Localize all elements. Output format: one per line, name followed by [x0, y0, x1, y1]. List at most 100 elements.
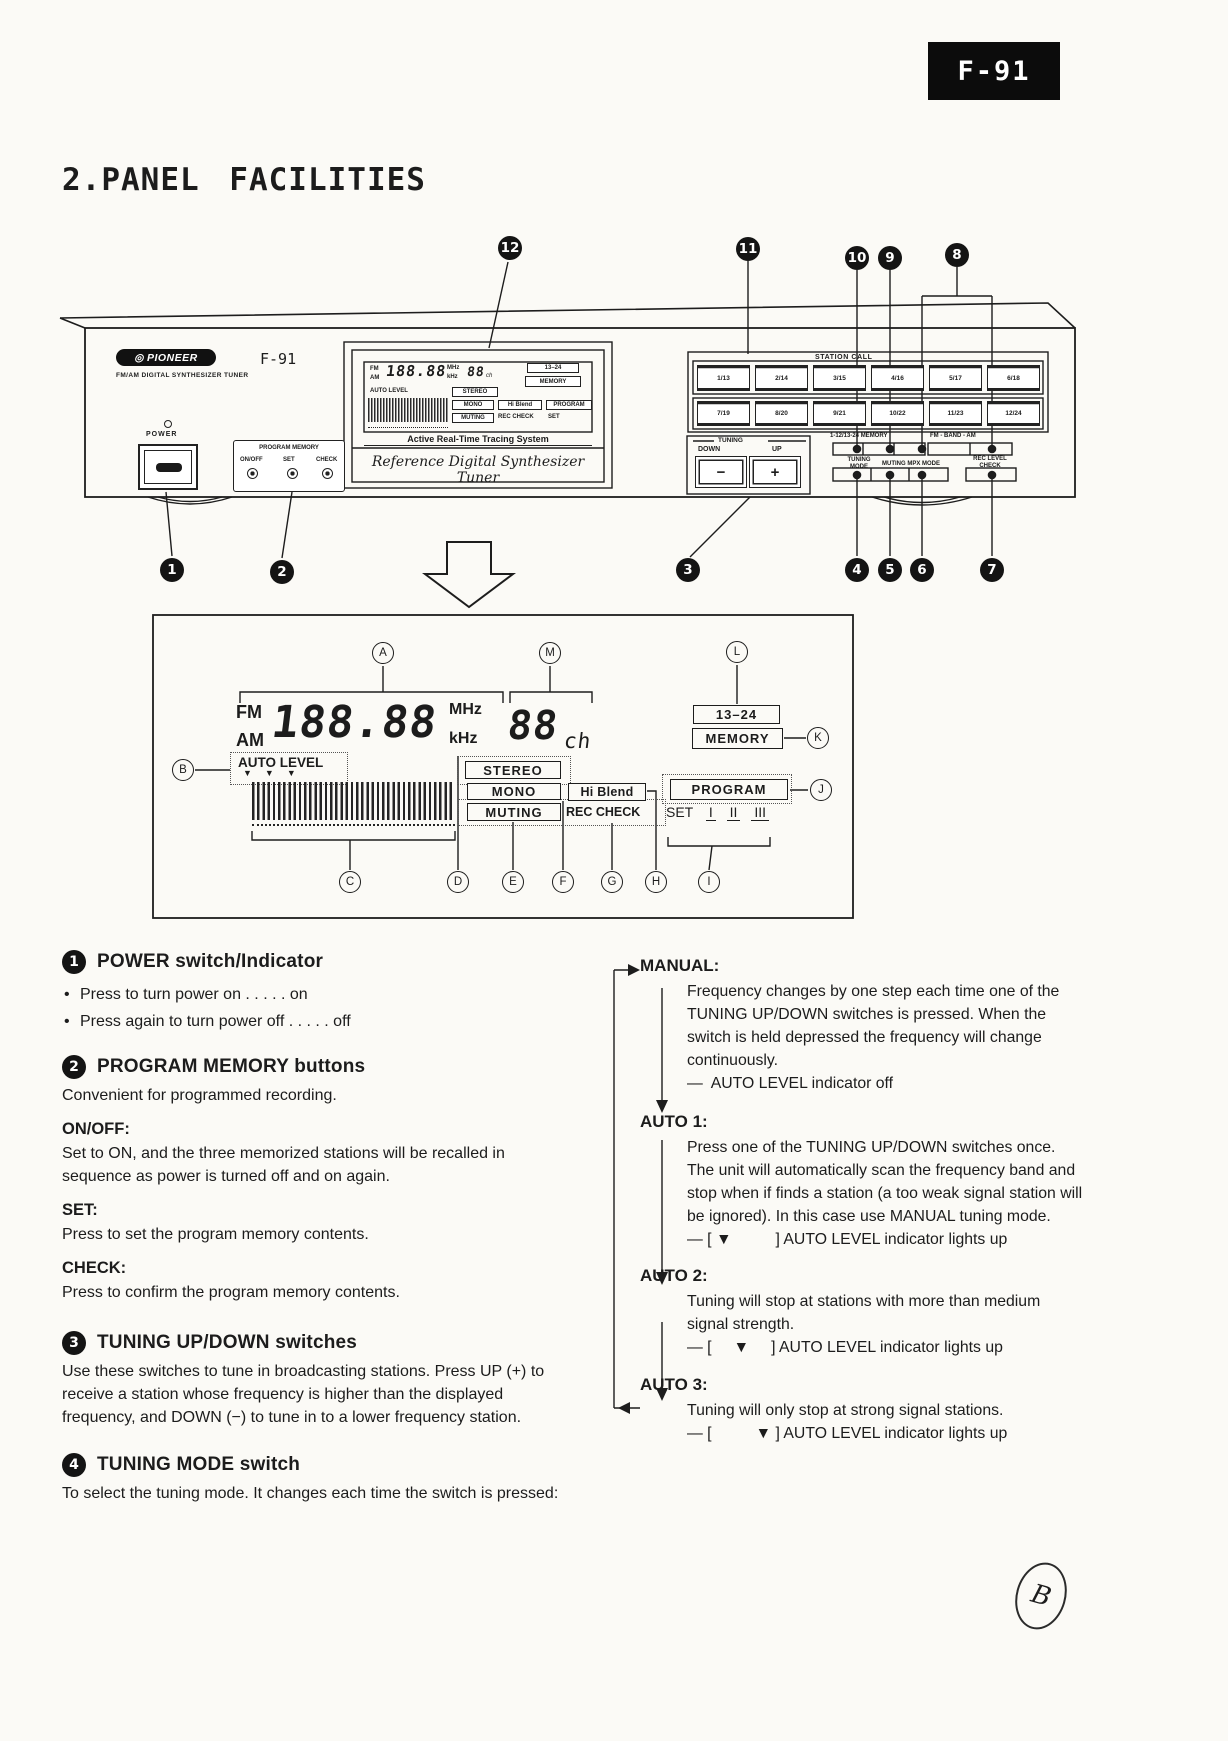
signal-bars-baseline — [252, 824, 455, 826]
section-3-number: 3 — [62, 1331, 86, 1355]
callout-8: 8 — [945, 243, 969, 267]
section-2-title: PROGRAM MEMORY buttons — [97, 1056, 366, 1077]
set-mark-3: III — [751, 804, 769, 821]
station-call-button: 9/21 — [813, 401, 866, 426]
mini-hi-blend: Hi Blend — [498, 400, 542, 410]
auto1-label: AUTO 1: — [640, 1112, 708, 1131]
manual-label: MANUAL: — [640, 956, 720, 975]
callout-C: C — [339, 871, 361, 893]
callout-7: 7 — [980, 558, 1004, 582]
callout-G: G — [601, 871, 623, 893]
pioneer-logo: ◎PIONEER — [116, 349, 216, 366]
onoff-text: Set to ON, and the three memorized stati… — [62, 1145, 505, 1185]
station-call-button: 4/16 — [871, 365, 924, 391]
power-button — [138, 444, 198, 490]
callout-11: 11 — [736, 237, 760, 261]
mini-ch-unit: ch — [486, 373, 493, 379]
tuning-down-label: DOWN — [698, 446, 721, 453]
program-memory-onoff-button — [247, 468, 258, 479]
brand-subtitle: FM/AM DIGITAL SYNTHESIZER TUNER — [116, 372, 249, 379]
set-sublabel: SET: — [62, 1201, 98, 1219]
auto3-text: Tuning will only stop at strong signal s… — [687, 1402, 1004, 1419]
power-bullet-2: Press again to turn power off . . . . . … — [62, 1008, 572, 1035]
signal-level-bars — [252, 782, 455, 820]
callout-3: 3 — [676, 558, 700, 582]
station-call-button: 8/20 — [755, 401, 808, 426]
hi-blend-indicator: Hi Blend — [568, 783, 646, 801]
channel-unit: ch — [562, 729, 593, 753]
power-indicator — [164, 420, 172, 428]
mini-am: AM — [370, 375, 380, 381]
khz-label: kHz — [449, 730, 478, 747]
mono-indicator: MONO — [467, 783, 561, 800]
muting-mpx-label: MUTING MPX MODE — [882, 461, 940, 467]
section-3-title: TUNING UP/DOWN switches — [97, 1332, 358, 1353]
auto3-note: — [ ▼ ] AUTO LEVEL indicator lights up — [687, 1425, 1008, 1442]
manual-text: Frequency changes by one step each time … — [687, 983, 1060, 1069]
mini-mono: MONO — [452, 400, 494, 410]
model-text: F-91 — [260, 350, 297, 368]
station-call-title: STATION CALL — [815, 354, 873, 361]
callout-H: H — [645, 871, 667, 893]
section-4-title: TUNING MODE switch — [97, 1454, 301, 1475]
pioneer-logo-icon: ◎ — [134, 351, 144, 364]
rec-level-check-label: REC LEVEL CHECK — [973, 456, 1007, 469]
station-call-button: 3/15 — [813, 365, 866, 391]
panel-tagline: Active Real-Time Tracing System — [364, 434, 592, 447]
mhz-label: MHz — [449, 701, 482, 718]
station-call-button: 2/14 — [755, 365, 808, 391]
mini-program: PROGRAM — [546, 400, 592, 410]
set-label: SET — [666, 804, 693, 820]
station-call-button: 12/24 — [987, 401, 1040, 426]
mini-range-box: 13–24 — [527, 363, 579, 373]
auto2-note: — [ ▼ ] AUTO LEVEL indicator lights up — [687, 1339, 1003, 1356]
manual-note: — AUTO LEVEL indicator off — [687, 1075, 894, 1092]
mini-fm: FM — [370, 366, 379, 372]
program-memory-check-label: CHECK — [316, 457, 338, 463]
tuning-mode-label: TUNING MODE — [847, 457, 871, 470]
onoff-sublabel: ON/OFF: — [62, 1120, 130, 1138]
station-call-button: 7/19 — [697, 401, 750, 426]
section-1-heading: 1 POWER switch/Indicator — [62, 950, 572, 974]
station-call-button: 6/18 — [987, 365, 1040, 391]
section-2-heading: 2 PROGRAM MEMORY buttons — [62, 1055, 572, 1079]
section-2-intro: Convenient for programmed recording. — [62, 1087, 337, 1104]
memory-indicator: MEMORY — [692, 728, 783, 749]
mini-set-label: SET — [548, 414, 560, 420]
tuning-down-button: − — [695, 456, 747, 488]
station-call-button: 1/13 — [697, 365, 750, 391]
callout-I: I — [698, 871, 720, 893]
section-1-title: POWER switch/Indicator — [97, 951, 324, 972]
mini-freq-digits: 188.88 — [384, 362, 448, 380]
auto1-text: Press one of the TUNING UP/DOWN switches… — [687, 1139, 1083, 1225]
callout-5: 5 — [878, 558, 902, 582]
am-label: AM — [236, 730, 264, 750]
left-column: 1 POWER switch/Indicator Press to turn p… — [62, 950, 572, 1505]
program-memory-set-button — [287, 468, 298, 479]
mini-rec-check: REC CHECK — [498, 414, 534, 420]
section-4-number: 4 — [62, 1453, 86, 1477]
set-mark-2: II — [726, 804, 741, 821]
section-4-intro: To select the tuning mode. It changes ea… — [62, 1485, 559, 1502]
auto2-text: Tuning will stop at stations with more t… — [687, 1293, 1041, 1333]
set-marks-row: SET I II III — [666, 804, 769, 821]
callout-6: 6 — [910, 558, 934, 582]
stereo-indicator: STEREO — [465, 761, 561, 779]
station-call-button: 10/22 — [871, 401, 924, 426]
mini-bars-baseline — [368, 427, 448, 428]
power-label: POWER — [146, 431, 178, 438]
callout-2: 2 — [270, 560, 294, 584]
fm-label: FM — [236, 702, 262, 722]
panel-script-logo: Reference Digital Synthesizer Tuner — [371, 454, 585, 487]
section-1-number: 1 — [62, 950, 86, 974]
model-badge: F-91 — [928, 42, 1060, 100]
muting-indicator: MUTING — [467, 803, 561, 821]
section-3-intro: Use these switches to tune in broadcasti… — [62, 1363, 545, 1426]
program-memory-check-button — [322, 468, 333, 479]
callout-10: 10 — [845, 246, 869, 270]
power-bullet-1: Press to turn power on . . . . . on — [62, 981, 572, 1008]
program-memory-set-label: SET — [283, 457, 295, 463]
callout-L: L — [726, 641, 748, 663]
callout-A: A — [372, 642, 394, 664]
